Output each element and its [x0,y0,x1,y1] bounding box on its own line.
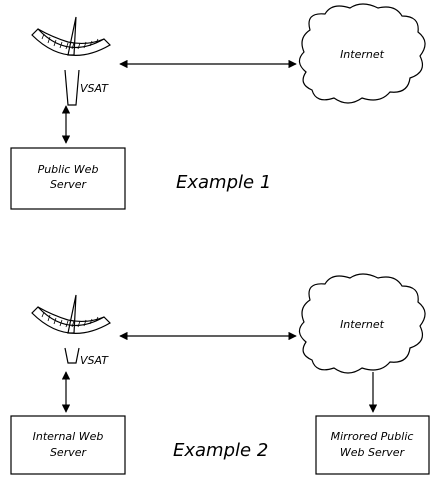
vsat-label-2: VSAT [80,354,109,367]
internal-web-server-box [10,415,126,475]
example-2-caption: Example 2 [173,440,268,461]
public-server-label-line1: Public Web [38,163,99,176]
internal-server-label-line1: Internal Web [33,430,104,443]
public-web-server-box [10,147,126,210]
internet-label-1: Internet [340,48,385,61]
internet-label-2: Internet [340,318,385,331]
vsat-dish-icon [31,16,111,106]
internet-cloud-icon [298,273,426,374]
mirror-server-label-line1: Mirrored Public [331,430,414,443]
example-2: VSAT Internet Internal Web Server Mirror… [10,273,430,475]
example-1: VSAT Internet Public Web Server Example … [10,3,426,210]
public-server-label-line2: Server [50,178,88,191]
mirror-server-label-line2: Web Server [340,446,406,459]
internet-cloud-icon [298,3,426,104]
vsat-label-1: VSAT [80,82,109,95]
internal-server-label-line2: Server [50,446,88,459]
example-1-caption: Example 1 [176,172,271,193]
mirrored-web-server-box [315,415,430,475]
vsat-dish-icon [31,294,111,364]
